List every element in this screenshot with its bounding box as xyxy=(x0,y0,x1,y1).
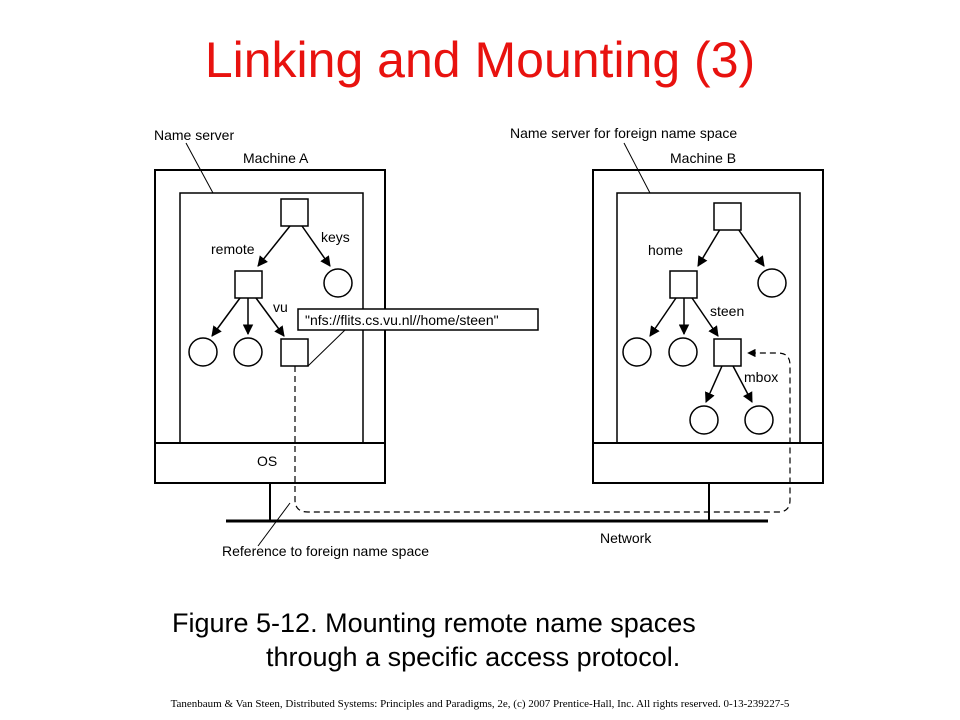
label-mbox: mbox xyxy=(744,369,778,385)
label-reference: Reference to foreign name space xyxy=(222,543,429,559)
figure-caption: Figure 5-12. Mounting remote name spaces… xyxy=(172,606,872,674)
a-leaf-node-1 xyxy=(188,337,218,367)
b-leaf-node-3 xyxy=(689,405,719,435)
b-leaf-node-2 xyxy=(668,337,698,367)
label-home: home xyxy=(648,242,683,258)
machine-b-tree xyxy=(622,202,787,435)
b-root-node xyxy=(713,202,742,231)
label-os: OS xyxy=(257,453,277,469)
caption-line-1: Figure 5-12. Mounting remote name spaces xyxy=(172,608,696,638)
edge-vu xyxy=(255,297,285,337)
reference-pointer xyxy=(257,502,291,547)
a-leaf-node-2 xyxy=(233,337,263,367)
b-leaf-node-1 xyxy=(622,337,652,367)
edge-home xyxy=(697,225,723,267)
nfs-url-box xyxy=(297,308,539,331)
edge-keys xyxy=(301,225,331,267)
edge-remote xyxy=(257,225,291,267)
mbox-node xyxy=(744,405,774,435)
label-nfs-url: "nfs://flits.cs.vu.nl//home/steen" xyxy=(305,312,499,328)
label-remote: remote xyxy=(211,241,255,257)
steen-node xyxy=(713,338,742,367)
vu-url-pointer xyxy=(307,329,346,367)
label-steen: steen xyxy=(710,303,744,319)
edge-b-child-3 xyxy=(705,365,723,403)
edge-b-right xyxy=(735,225,765,267)
b-leaf-node-right xyxy=(757,268,787,298)
foreign-name-server-pointer xyxy=(623,142,651,194)
remote-node xyxy=(234,270,263,299)
slide-title: Linking and Mounting (3) xyxy=(204,32,756,88)
vu-node xyxy=(280,338,309,367)
label-machine-a: Machine A xyxy=(243,150,309,166)
label-keys: keys xyxy=(321,229,350,245)
edge-steen xyxy=(691,297,719,337)
mount-reference-dashed-path xyxy=(294,348,791,513)
caption-line-2: through a specific access protocol. xyxy=(266,642,681,672)
edge-a-child-1 xyxy=(211,297,241,337)
label-network: Network xyxy=(600,530,652,546)
label-vu: vu xyxy=(273,299,288,315)
copyright-footer: Tanenbaum & Van Steen, Distributed Syste… xyxy=(170,698,790,710)
label-name-server: Name server xyxy=(154,127,234,143)
edge-b-child-1 xyxy=(649,297,677,337)
label-machine-b: Machine B xyxy=(670,150,736,166)
machine-a-tree xyxy=(188,198,353,367)
home-node xyxy=(669,270,698,299)
name-space-mounting-diagram: Name server Machine A Name server for fo… xyxy=(140,120,825,560)
edge-mbox xyxy=(732,365,753,403)
keys-node xyxy=(323,268,353,298)
name-server-pointer xyxy=(185,142,214,194)
label-name-server-foreign: Name server for foreign name space xyxy=(510,125,737,141)
a-root-node xyxy=(280,198,309,227)
